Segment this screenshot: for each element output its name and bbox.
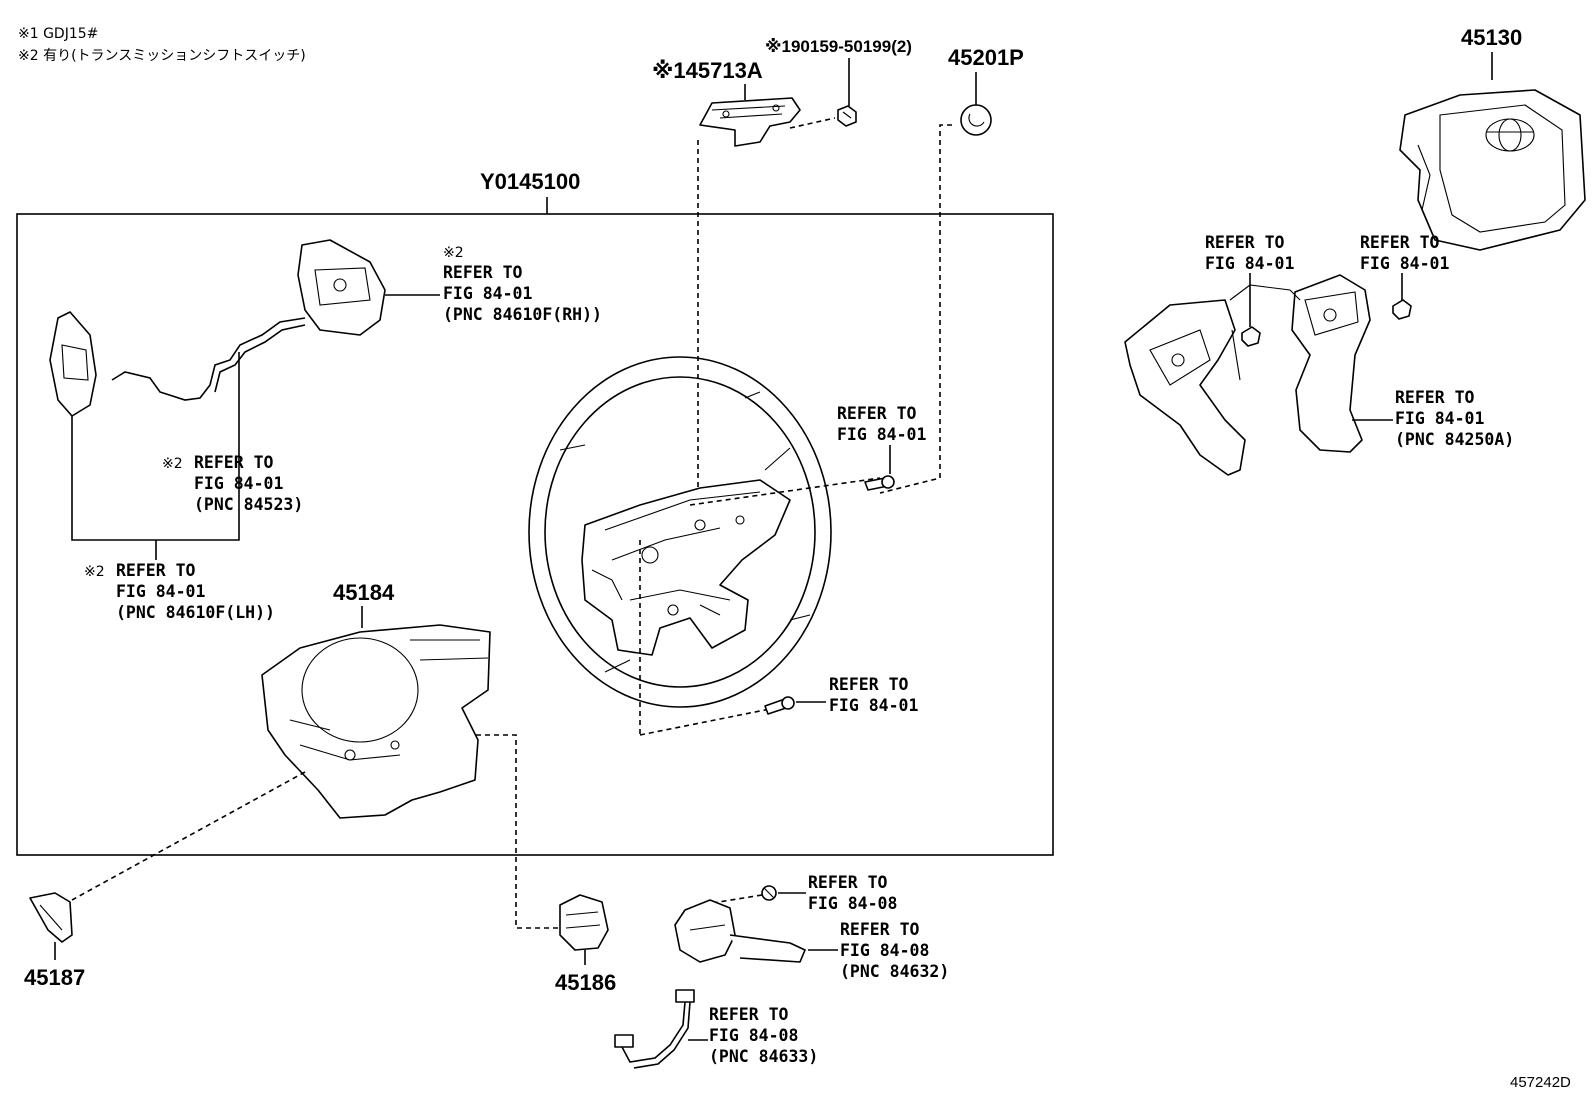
ref-cruise-switch-line2: FIG 84-08 <box>840 941 929 960</box>
ref-screw-upper-line2: FIG 84-01 <box>837 425 926 444</box>
ref-cruise-wire-line2: FIG 84-08 <box>709 1026 798 1045</box>
screw-pad-right-icon <box>1392 299 1412 320</box>
cover-45186-icon <box>559 894 609 951</box>
cruise-wire-icon <box>614 989 695 1069</box>
ref-steering-switch-line1: REFER TO <box>1395 388 1475 407</box>
ref-cruise-switch-line3: (PNC 84632) <box>840 962 949 981</box>
assembly-frame <box>16 213 1054 856</box>
part-number-Y0145100[interactable]: Y0145100 <box>480 169 580 194</box>
screw-190159-icon <box>837 105 857 127</box>
ref-rh-switch-line3: (PNC 84610F(RH)) <box>443 305 602 324</box>
screw-lower-icon <box>764 696 795 715</box>
airbag-45130-icon <box>1399 89 1586 251</box>
part-number-190159-50199[interactable]: ※190159-50199(2) <box>765 37 912 56</box>
cruise-switch-icon <box>674 899 806 963</box>
ref-cruise-wire-line1: REFER TO <box>709 1005 789 1024</box>
ref-steering-switch-line2: FIG 84-01 <box>1395 409 1484 428</box>
clip-icon <box>761 885 777 901</box>
ref-lh-switch-line1: REFER TO <box>116 561 196 580</box>
lower-cover-45184-icon <box>261 624 491 819</box>
ref-cruise-switch-line1: REFER TO <box>840 920 920 939</box>
ref-wire-line2: FIG 84-01 <box>194 474 283 493</box>
cover-45187-icon <box>29 892 73 943</box>
part-number-45187[interactable]: 45187 <box>24 965 85 990</box>
ref-screw-lower-line1: REFER TO <box>829 675 909 694</box>
ref-steering-switch-line3: (PNC 84250A) <box>1395 430 1514 449</box>
ref-clip-line1: REFER TO <box>808 873 888 892</box>
steering-pad-switch-left-icon <box>1124 299 1246 476</box>
ref-cruise-wire-line3: (PNC 84633) <box>709 1047 818 1066</box>
screw-pad-left-icon <box>1241 326 1261 347</box>
ref-rh-switch-mark: ※2 <box>443 245 464 261</box>
part-number-45186[interactable]: 45186 <box>555 970 616 995</box>
ref-wire-mark: ※2 <box>162 456 183 472</box>
note-2: ※2 有り(トランスミッションシフトスイッチ) <box>18 48 306 64</box>
ref-lh-switch-mark: ※2 <box>84 564 105 580</box>
ref-rh-switch-line2: FIG 84-01 <box>443 284 532 303</box>
ref-pad-left-screw-line1: REFER TO <box>1205 233 1285 252</box>
rh-switch-icon <box>297 239 386 336</box>
part-number-45184[interactable]: 45184 <box>333 580 395 605</box>
ref-wire-line1: REFER TO <box>194 453 274 472</box>
ref-clip-line2: FIG 84-08 <box>808 894 897 913</box>
ref-pad-right-screw-line2: FIG 84-01 <box>1360 254 1449 273</box>
note-1: ※1 GDJ15# <box>18 26 98 42</box>
diagram-id: 457242D <box>1510 1074 1571 1091</box>
lh-switch-icon <box>49 311 97 417</box>
part-number-45713A[interactable]: ※145713A <box>652 58 763 83</box>
cap-45201P-icon <box>960 104 992 136</box>
ref-pad-left-screw-line2: FIG 84-01 <box>1205 254 1294 273</box>
part-number-45130[interactable]: 45130 <box>1461 25 1522 50</box>
part-number-45201P[interactable]: 45201P <box>948 45 1024 70</box>
ref-pad-right-screw-line1: REFER TO <box>1360 233 1440 252</box>
ref-screw-upper-line1: REFER TO <box>837 404 917 423</box>
ref-wire-line3: (PNC 84523) <box>194 495 303 514</box>
screw-upper-icon <box>864 475 895 491</box>
ref-lh-switch-line3: (PNC 84610F(LH)) <box>116 603 275 622</box>
ref-rh-switch-line1: REFER TO <box>443 263 523 282</box>
ref-screw-lower-line2: FIG 84-01 <box>829 696 918 715</box>
steering-pad-switch-right-icon <box>1291 274 1371 453</box>
bracket-45713A-icon <box>699 97 801 147</box>
steering-wheel-icon <box>528 356 832 708</box>
ref-lh-switch-line2: FIG 84-01 <box>116 582 205 601</box>
